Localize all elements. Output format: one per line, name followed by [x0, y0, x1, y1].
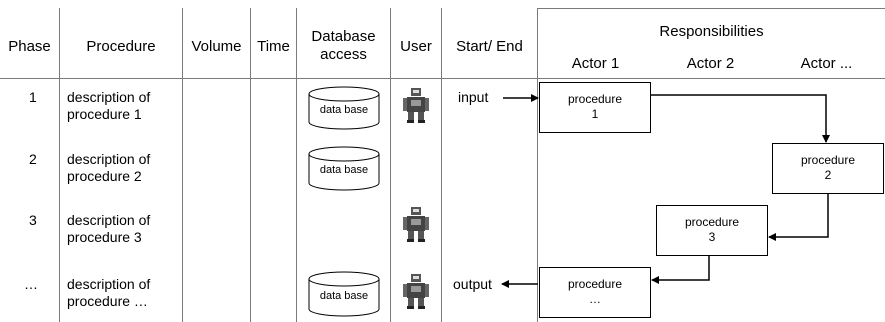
header-user: User [400, 38, 432, 55]
procedure-4-label-line1: procedure [567, 277, 623, 291]
col-sep-2 [182, 8, 183, 322]
row2-database-label: data base [319, 164, 369, 176]
header-bottom-rule [0, 78, 885, 79]
row4-description-line2: procedure … [67, 293, 148, 309]
row3-description-line2: procedure 3 [67, 229, 142, 245]
procedure-1-label-line2: 1 [591, 107, 599, 121]
procedure-box-1: procedure 1 [539, 82, 651, 133]
header-volume: Volume [191, 38, 242, 55]
col-sep-7 [537, 8, 538, 322]
procedure-4-label-line2: … [589, 292, 601, 306]
proc2-to-proc3-connector [768, 194, 829, 241]
header-time: Time [257, 38, 290, 55]
col-sep-1 [59, 8, 60, 322]
database-cylinder-icon [308, 271, 380, 317]
row3-description-line1: description of [67, 212, 151, 228]
row2-phase: 2 [29, 151, 37, 167]
procedure-3-label-line2: 3 [708, 230, 716, 244]
row4-phase: … [24, 276, 38, 292]
procedure-2-label-line1: procedure [800, 153, 856, 167]
database-cylinder-icon [308, 146, 380, 191]
procedure-box-4: procedure … [539, 267, 651, 318]
row1-phase: 1 [29, 89, 37, 105]
row4-start-end: output [453, 276, 492, 292]
header-actor-2: Actor 2 [686, 55, 735, 72]
col-sep-3 [250, 8, 251, 322]
procedure-box-2: procedure 2 [772, 143, 884, 194]
proc3-to-proc4-connector [651, 256, 710, 284]
header-database-access-line1: Database [311, 28, 376, 45]
procedure-1-label-line1: procedure [567, 92, 623, 106]
row1-description-line1: description of [67, 89, 151, 105]
procedure-box-3: procedure 3 [656, 205, 768, 256]
row1-start-end: input [458, 89, 489, 105]
proc1-to-proc2-connector [651, 94, 830, 143]
header-responsibilities: Responsibilities [659, 23, 764, 40]
col-sep-6 [441, 8, 442, 322]
col-sep-4 [296, 8, 297, 322]
row4-database-label: data base [319, 290, 369, 302]
col-sep-5 [390, 8, 391, 322]
row4-description-line1: description of [67, 276, 151, 292]
procedure-2-label-line2: 2 [824, 168, 832, 182]
header-actor-1: Actor 1 [571, 55, 620, 72]
header-phase: Phase [8, 38, 51, 55]
row1-description-line2: procedure 1 [67, 106, 142, 122]
header-start-end: Start/ End [456, 38, 523, 55]
header-actor-3: Actor ... [800, 55, 853, 72]
row3-phase: 3 [29, 212, 37, 228]
procedure-3-label-line1: procedure [684, 215, 740, 229]
row1-database-label: data base [319, 104, 369, 116]
row2-description-line1: description of [67, 151, 151, 167]
header-database-access-line2: access [320, 46, 367, 63]
header-top-rule [537, 8, 885, 9]
header-procedure: Procedure [86, 38, 156, 55]
row2-description-line2: procedure 2 [67, 168, 142, 184]
database-cylinder-icon [308, 86, 380, 130]
